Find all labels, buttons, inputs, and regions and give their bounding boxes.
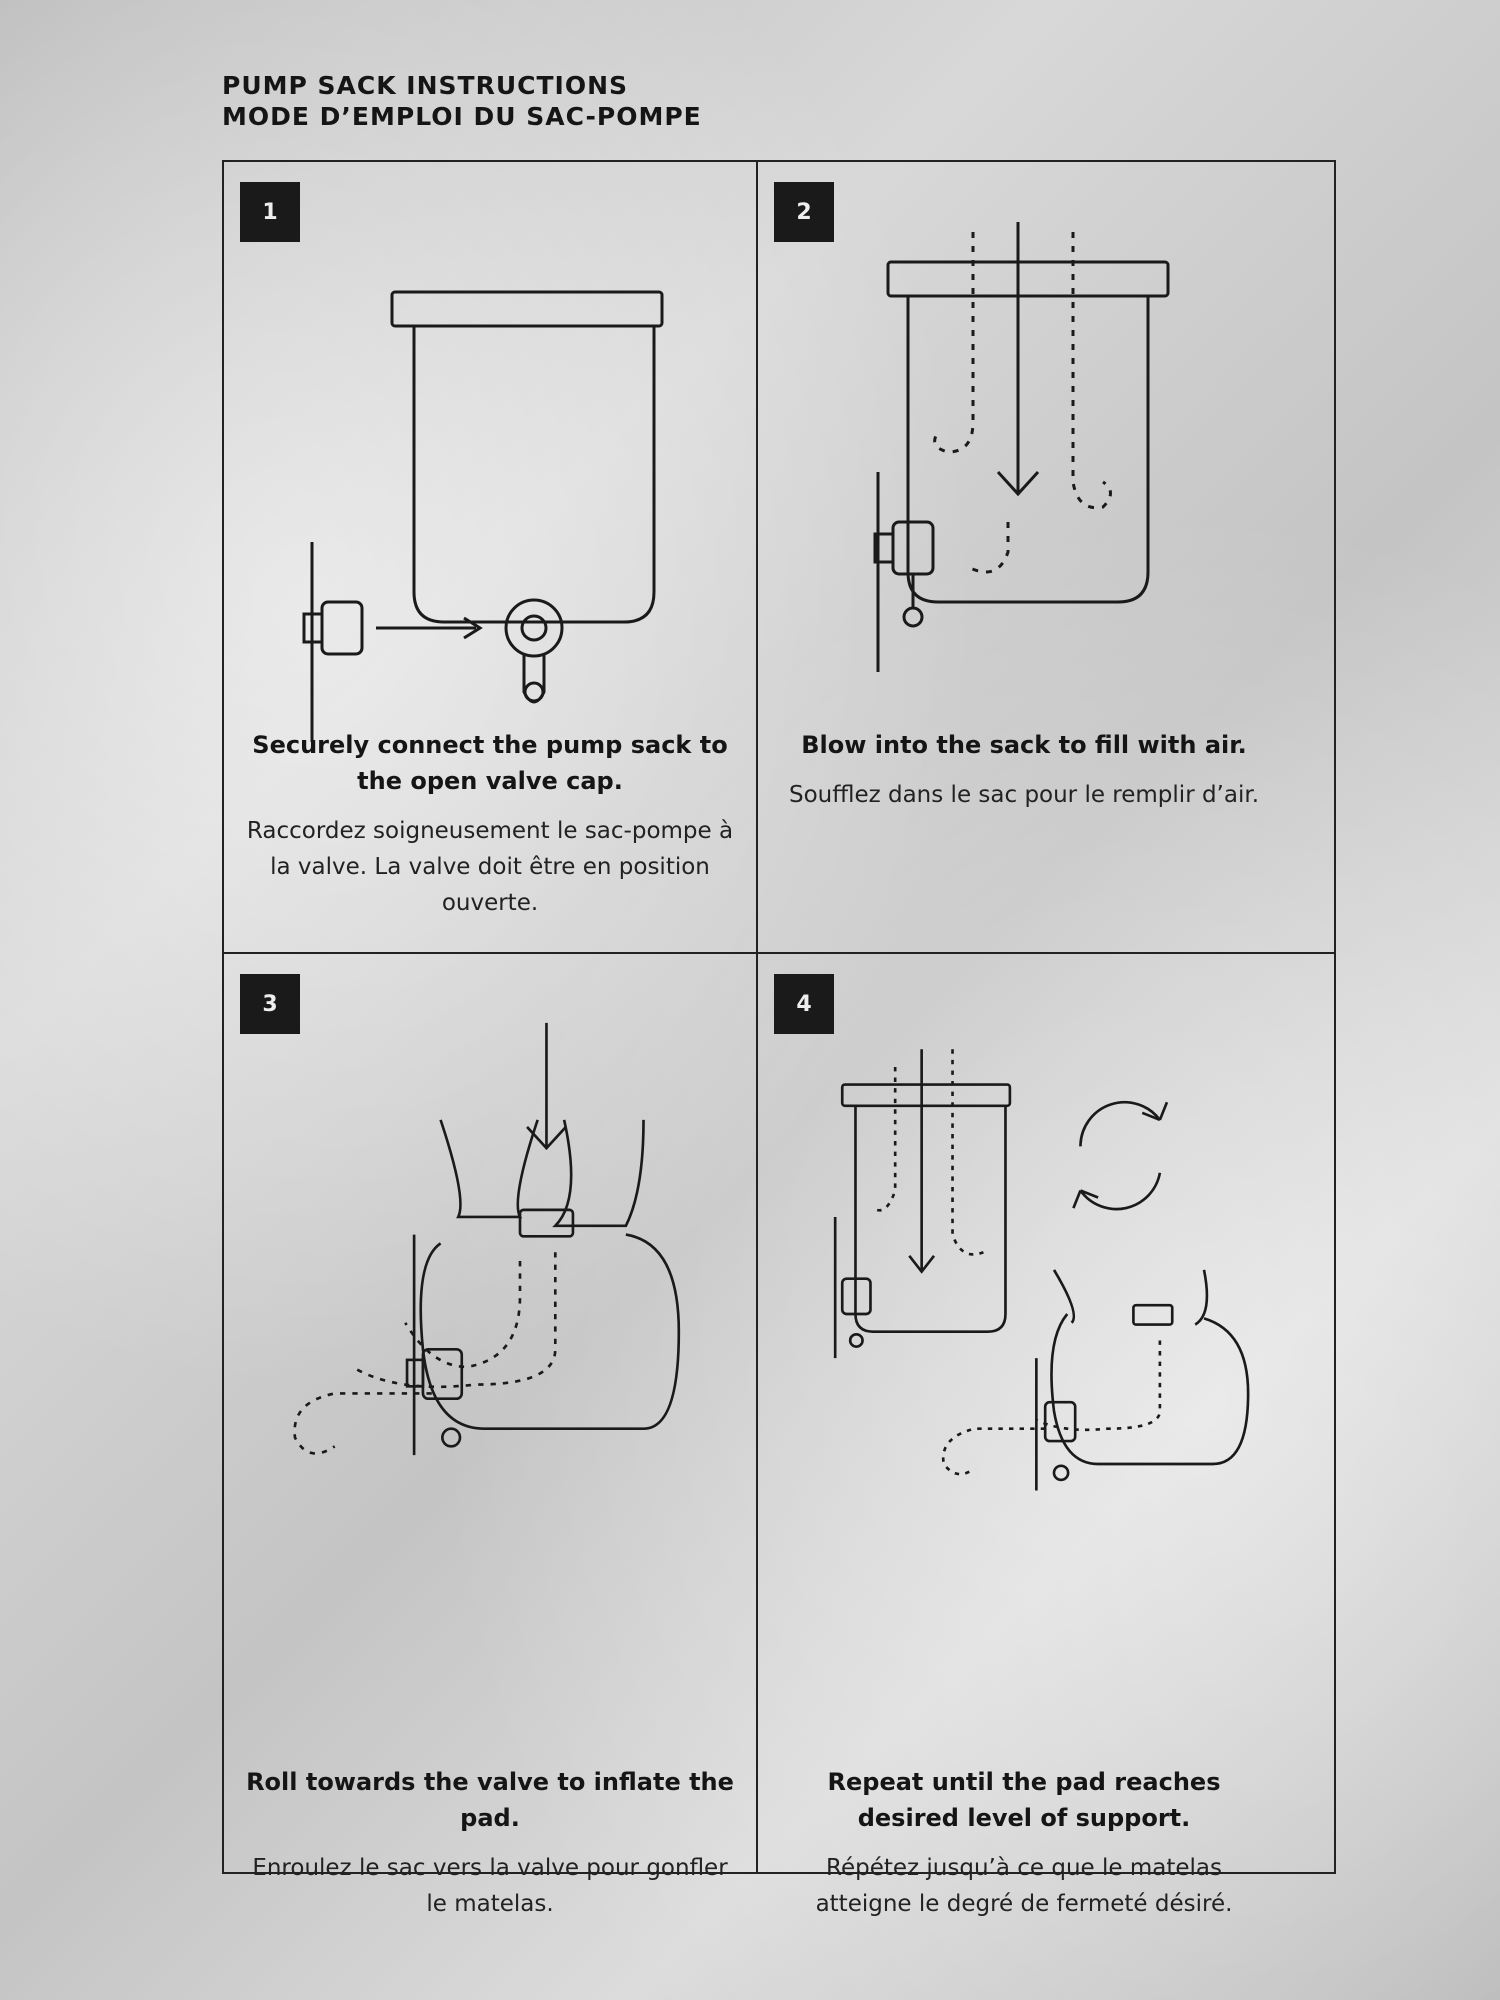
step-3-panel: 3 Roll towards the valve to inflate the … xyxy=(224,954,756,1917)
step-1-panel: 1 Securely connect the pump sack to the … xyxy=(224,162,756,952)
step-number-badge: 3 xyxy=(240,974,300,1034)
step-number-badge: 4 xyxy=(774,974,834,1034)
title-en: PUMP SACK INSTRUCTIONS xyxy=(222,71,629,100)
step-1-caption-en: Securely connect the pump sack to the op… xyxy=(252,731,728,795)
roll-sack-illustration xyxy=(293,1022,681,1456)
instruction-grid: 1 Securely connect the pump sack to the … xyxy=(222,160,1336,1917)
repeat-illustration xyxy=(833,1049,1250,1491)
divider xyxy=(224,952,1334,954)
step-number-badge: 1 xyxy=(240,182,300,242)
step-2-caption-en: Blow into the sack to fill with air. xyxy=(801,731,1247,759)
step-2-panel: 2 Blow into the sack to fill with air. S… xyxy=(758,162,1290,952)
step-1-caption-fr: Raccordez soigneusement le sac-pompe à l… xyxy=(246,818,734,916)
connect-sack-illustration xyxy=(302,290,664,742)
divider xyxy=(756,162,758,1872)
step-4-caption-en: Repeat until the pad reaches desired lev… xyxy=(827,1768,1221,1832)
title-fr: MODE D’EMPLOI DU SAC-POMPE xyxy=(222,102,702,131)
step-4-caption-fr: Répétez jusqu’à ce que le matelas atteig… xyxy=(815,1855,1233,1917)
blow-air-illustration xyxy=(873,222,1170,672)
step-number-badge: 2 xyxy=(774,182,834,242)
step-3-caption-en: Roll towards the valve to inflate the pa… xyxy=(246,1768,734,1832)
step-4-panel: 4 Repeat until the pad reaches desired l… xyxy=(758,954,1290,1917)
step-3-caption-fr: Enroulez le sac vers la valve pour gonfl… xyxy=(252,1855,728,1917)
page-title: PUMP SACK INSTRUCTIONS MODE D’EMPLOI DU … xyxy=(222,70,702,132)
step-2-caption-fr: Soufflez dans le sac pour le remplir d’a… xyxy=(788,782,1260,808)
